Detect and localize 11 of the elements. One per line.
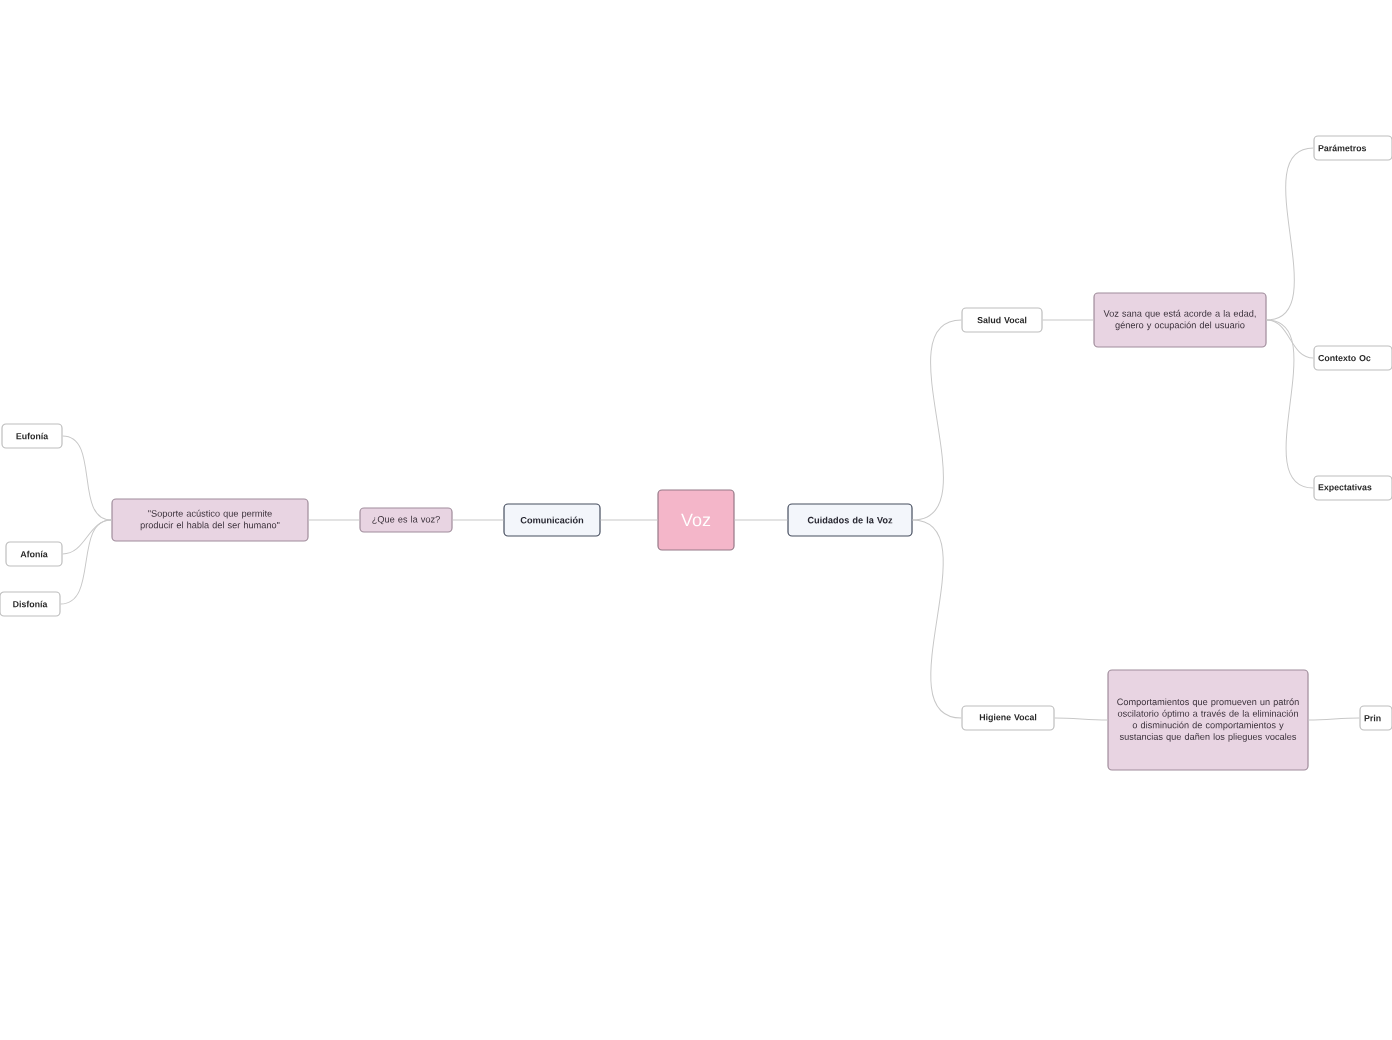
connector [62,435,112,521]
connector [1266,147,1314,321]
connector [60,519,112,605]
connector [1054,717,1108,721]
connector [912,319,962,521]
connector [1308,717,1360,721]
connector [912,519,962,719]
connector [62,519,112,555]
root-topic-box: Voz [657,489,735,551]
connector [1266,319,1314,489]
connector [1266,319,1314,359]
